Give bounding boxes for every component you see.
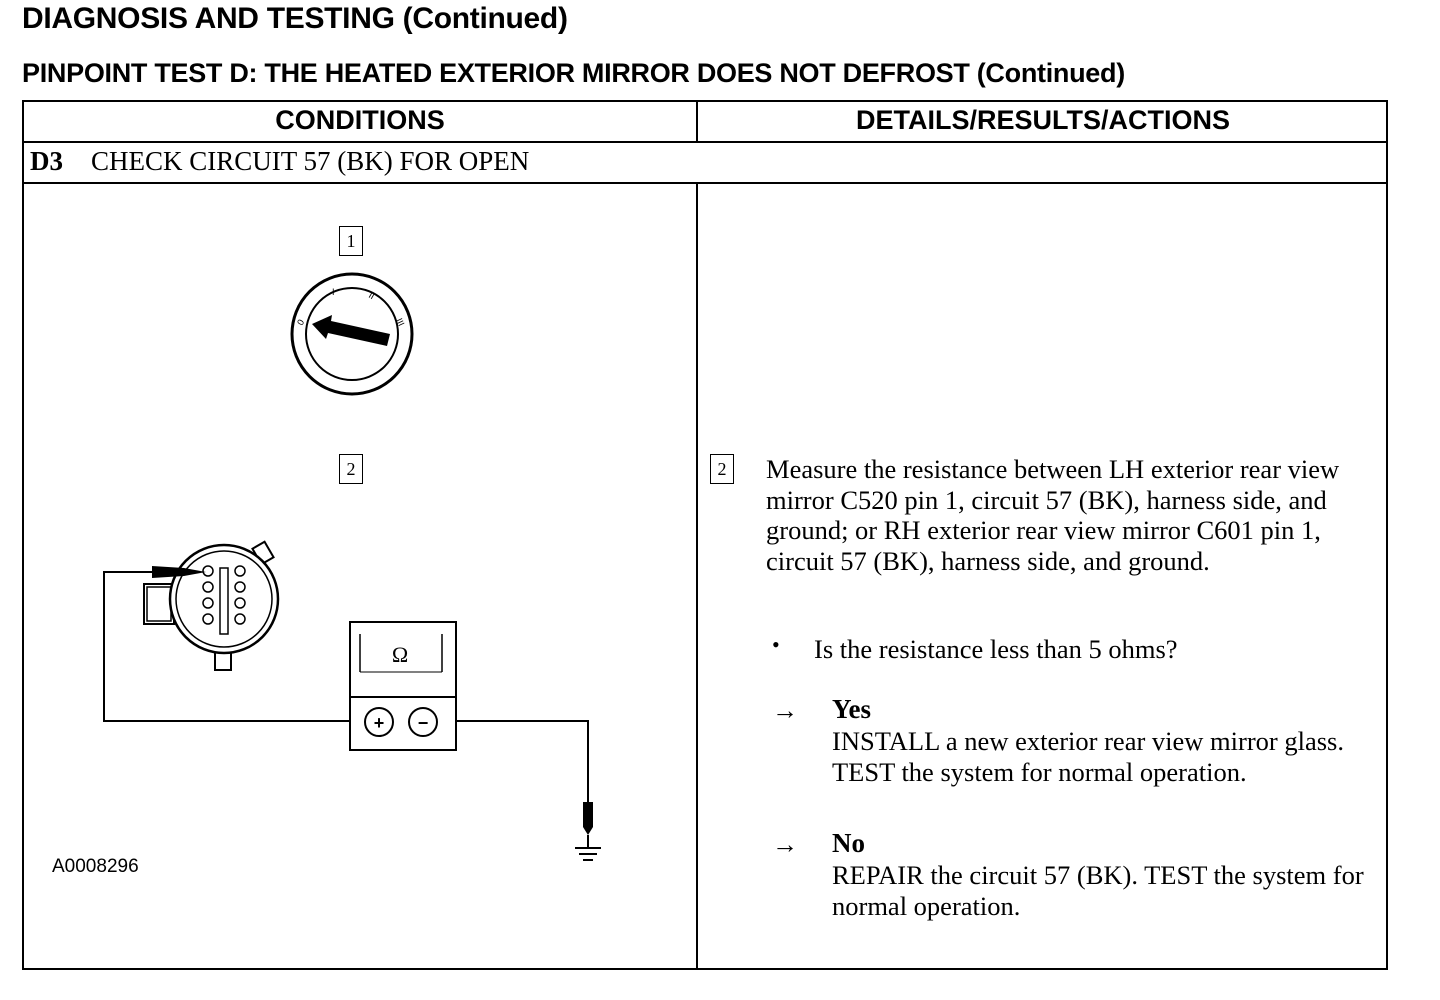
ignition-switch-icon: 0 I II III <box>290 272 414 396</box>
step-divider <box>24 182 1386 184</box>
header-divider <box>24 141 1386 143</box>
figure-id: A0008296 <box>52 856 139 877</box>
no-action: REPAIR the circuit 57 (BK). TEST the sys… <box>832 860 1364 921</box>
probe-lead-positive <box>103 571 350 722</box>
yes-arrow-icon: → <box>772 696 798 725</box>
no-label: No <box>832 828 865 858</box>
header-column-divider <box>696 102 698 142</box>
no-arrow-icon: → <box>772 830 798 859</box>
wiring-diagram: 0 I II III <box>103 272 601 861</box>
pinpoint-test-title: PINPOINT TEST D: THE HEATED EXTERIOR MIR… <box>22 58 1125 88</box>
ohm-symbol: Ω <box>392 642 408 667</box>
body-column-divider <box>696 184 698 968</box>
instruction-text: Measure the resistance between LH exteri… <box>766 454 1340 576</box>
step-heading: D3 CHECK CIRCUIT 57 (BK) FOR OPEN <box>30 146 529 177</box>
details-header: DETAILS/RESULTS/ACTIONS <box>855 105 1230 135</box>
ignition-pos-1: I <box>332 287 335 297</box>
page-title: DIAGNOSIS AND TESTING (Continued) <box>22 2 568 35</box>
conditions-header: CONDITIONS <box>275 105 445 135</box>
yes-action: INSTALL a new exterior rear view mirror … <box>832 726 1344 787</box>
ground-icon <box>575 802 601 861</box>
ignition-pos-3: III <box>394 317 406 328</box>
step-title: CHECK CIRCUIT 57 (BK) FOR OPEN <box>91 146 530 176</box>
question-text: Is the resistance less than 5 ohms? <box>814 634 1178 664</box>
step-number: D3 <box>30 146 63 176</box>
positive-terminal: + <box>374 713 385 733</box>
details-step-2-box: 2 <box>710 454 734 484</box>
question-bullet: • <box>772 632 780 657</box>
negative-terminal: − <box>418 713 429 733</box>
ohmmeter-icon: Ω + − <box>349 621 457 751</box>
test-table: CONDITIONS DETAILS/RESULTS/ACTIONS D3 CHE… <box>22 100 1388 970</box>
mirror-connector-icon <box>143 540 280 671</box>
ignition-pos-2: II <box>367 290 376 301</box>
step-2-box: 2 <box>339 454 363 484</box>
yes-label: Yes <box>832 694 871 724</box>
ignition-pos-0: 0 <box>295 318 306 327</box>
probe-lead-negative <box>442 720 589 802</box>
step-1-box: 1 <box>339 226 363 256</box>
